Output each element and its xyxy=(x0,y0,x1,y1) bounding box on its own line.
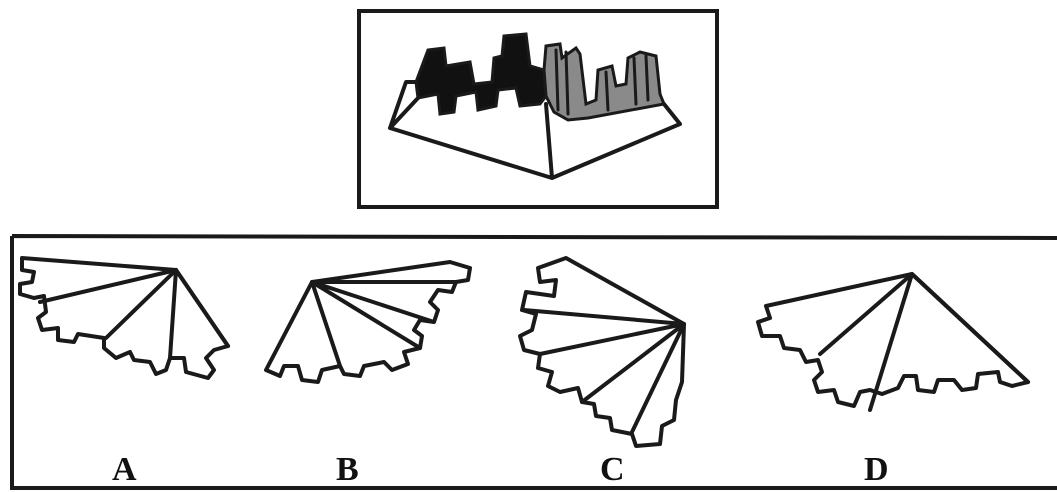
option-b-label: B xyxy=(336,451,359,488)
option-c-label: C xyxy=(600,451,625,488)
option-a[interactable] xyxy=(18,256,230,380)
reference-base xyxy=(388,80,682,180)
option-d-outline xyxy=(756,272,1030,408)
option-b[interactable] xyxy=(264,260,472,384)
option-b-outline xyxy=(264,260,472,384)
option-a-label: A xyxy=(112,451,137,488)
option-c[interactable] xyxy=(518,256,686,448)
reference-figure-frame xyxy=(357,9,719,209)
option-c-folds xyxy=(522,308,686,434)
reference-figure xyxy=(357,9,719,209)
options-frame xyxy=(10,234,1057,490)
option-d-label: D xyxy=(864,451,889,488)
option-c-outline xyxy=(518,256,686,448)
options-panel: A B C D xyxy=(10,234,1057,490)
option-d-folds xyxy=(818,272,1030,412)
option-b-folds xyxy=(310,280,458,368)
option-d[interactable] xyxy=(756,272,1030,412)
reference-right-wall-lines xyxy=(554,48,650,116)
option-a-folds xyxy=(38,268,230,360)
